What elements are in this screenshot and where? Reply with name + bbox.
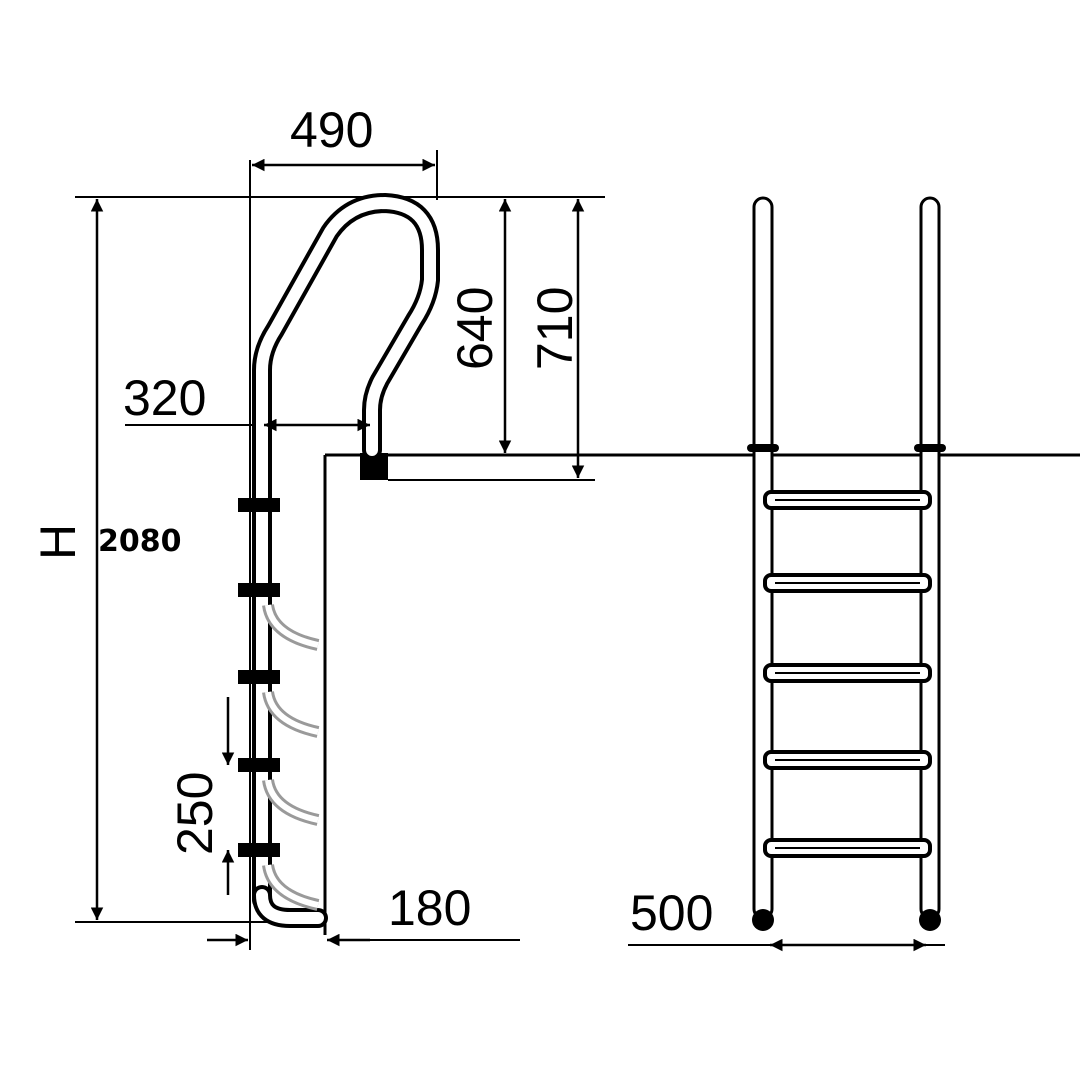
step-ghost-inner: [265, 604, 319, 648]
label-320: 320: [123, 370, 206, 426]
label-H: H: [30, 524, 86, 560]
step-ghost-inner: [265, 779, 319, 823]
label-710: 710: [527, 287, 583, 370]
rail-anchor: [914, 444, 946, 452]
step-ghost-inner: [265, 864, 319, 908]
step-ghost-inner: [265, 691, 319, 735]
step-bracket: [238, 498, 280, 512]
rail-anchor: [747, 444, 779, 452]
label-500: 500: [630, 885, 713, 941]
rail-front: [919, 196, 941, 920]
pool-edge: [323, 453, 1080, 935]
step-bracket: [238, 843, 280, 857]
side-steps: [238, 498, 320, 911]
rail-foot: [919, 909, 941, 931]
label-180: 180: [388, 880, 471, 936]
dimension-arrows: [90, 158, 926, 952]
label-2080: 2080: [98, 524, 182, 559]
ladder-front-view: [747, 196, 946, 931]
label-490: 490: [290, 102, 373, 158]
rail-foot: [752, 909, 774, 931]
step-bracket: [238, 583, 280, 597]
step-bracket: [238, 758, 280, 772]
step-bracket: [238, 670, 280, 684]
label-250: 250: [167, 772, 223, 855]
handrail-side: [252, 193, 440, 928]
rail-front: [752, 196, 774, 920]
extension-lines: [75, 150, 945, 950]
label-640: 640: [447, 287, 503, 370]
